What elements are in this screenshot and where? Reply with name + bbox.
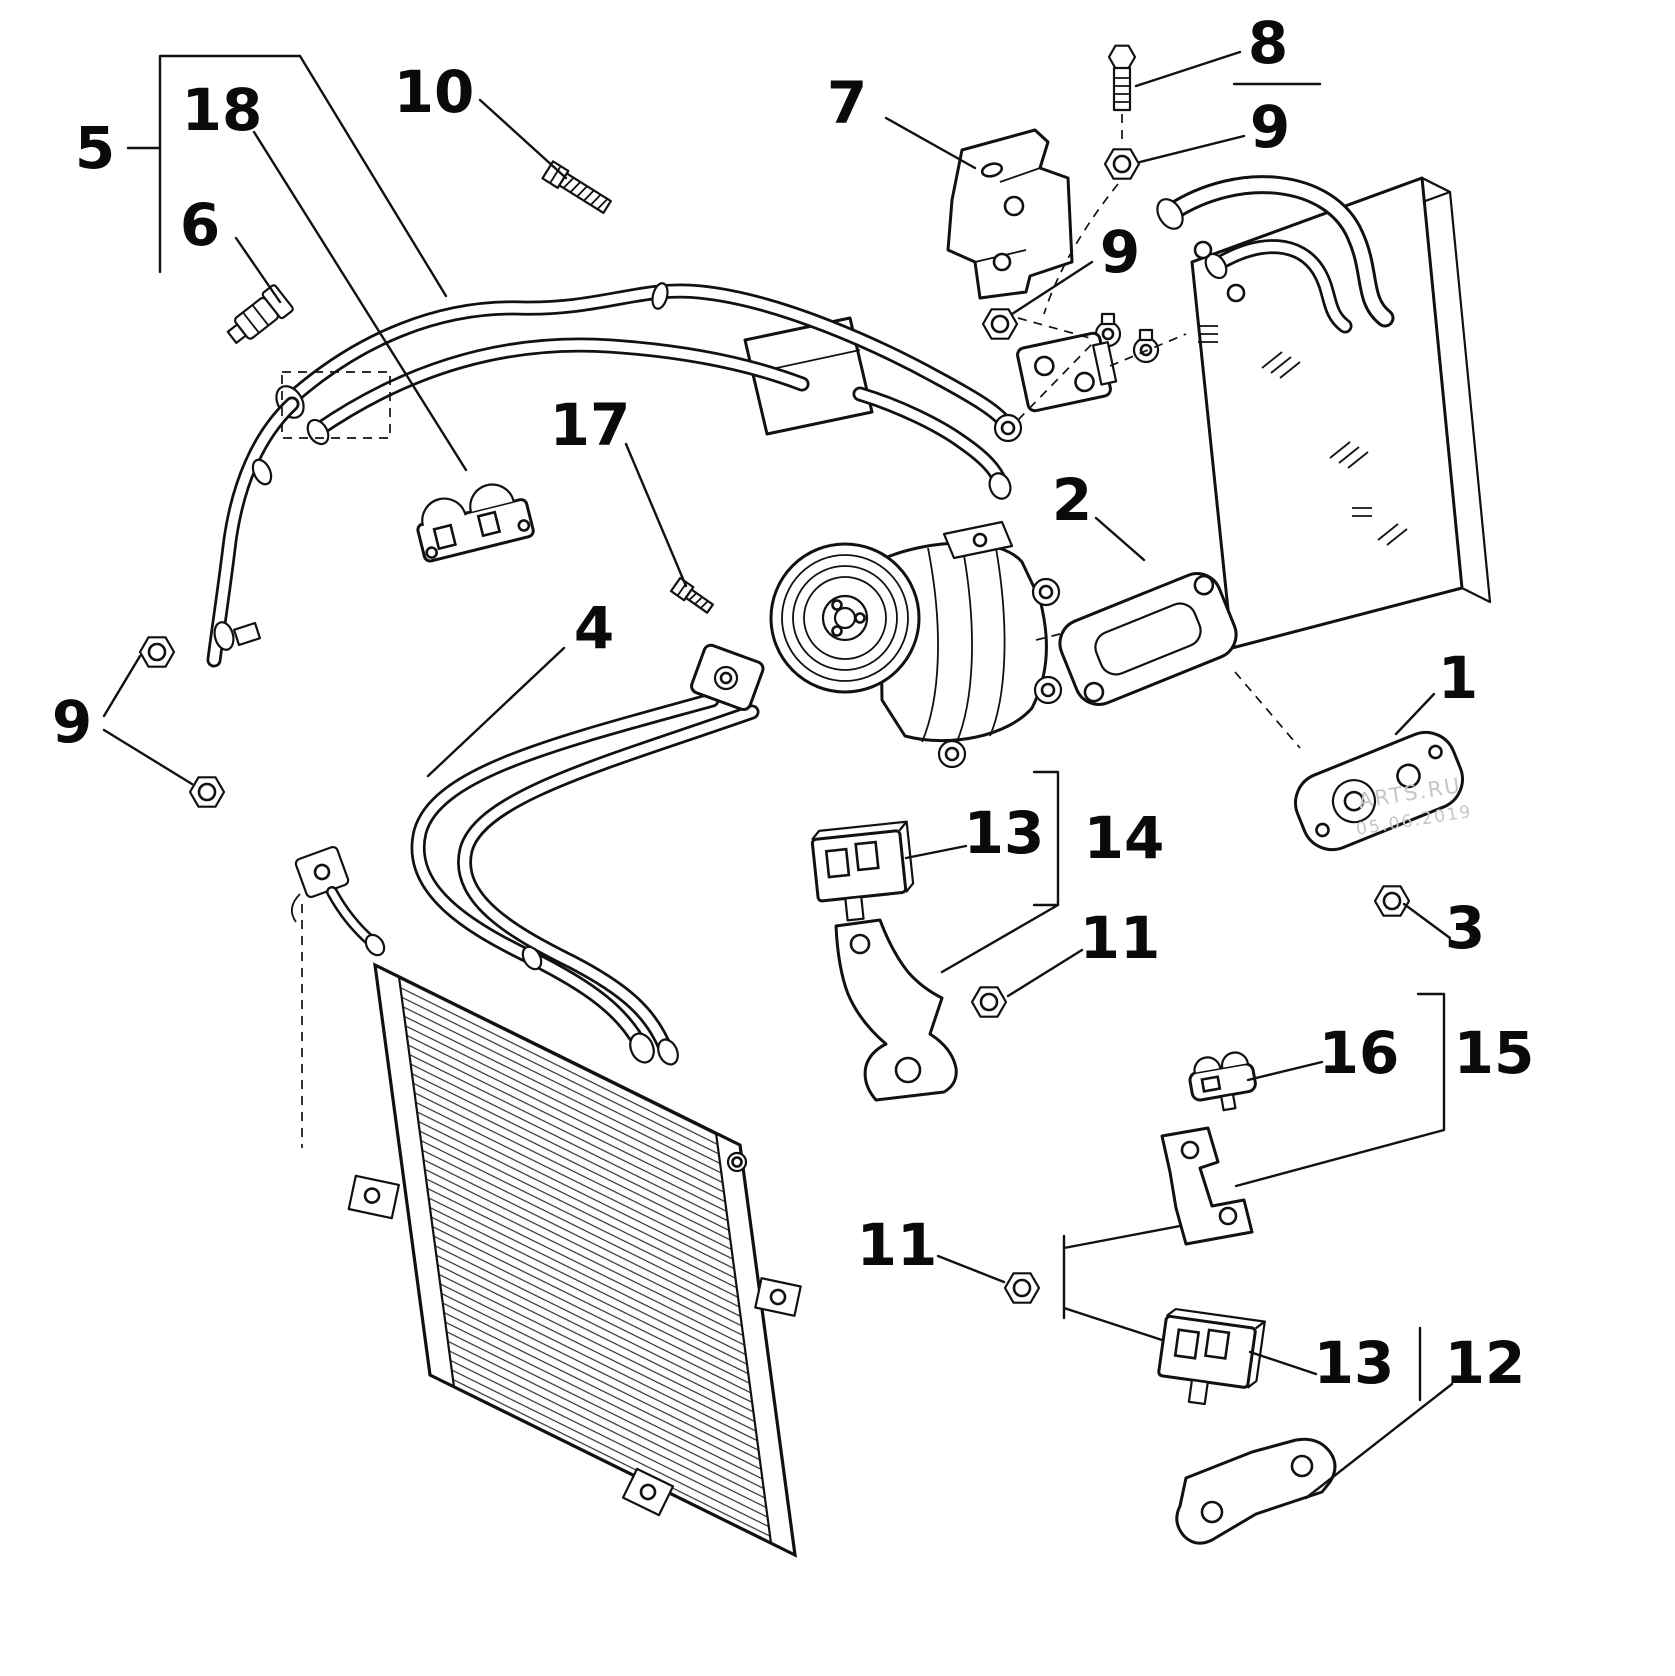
expansion-valve (1016, 331, 1118, 413)
callout-15: 15 (1454, 1019, 1535, 1087)
callout-6: 6 (180, 191, 220, 259)
nut-3 (1373, 885, 1411, 917)
evaporator-hoses (1156, 175, 1395, 334)
bolt-10 (541, 160, 612, 214)
compressor (769, 520, 1063, 769)
retainer-plate-1 (1294, 730, 1464, 852)
screw-17 (669, 576, 714, 614)
leader-lines (102, 50, 1454, 1500)
mounting-bracket-7 (946, 128, 1074, 300)
pipe-clip-16 (1188, 1051, 1257, 1112)
callout-11-a: 11 (1080, 904, 1161, 972)
callout-11-b: 11 (857, 1211, 938, 1279)
pipe-clip-18 (416, 483, 535, 563)
clamp-position-outline (281, 371, 391, 439)
ac-hose-4 (410, 643, 765, 1066)
nut-11-mid (970, 986, 1008, 1018)
callout-16: 16 (1319, 1019, 1400, 1087)
callout-10: 10 (394, 58, 475, 126)
gasket-plate-2 (1058, 572, 1238, 706)
pipe-stub-bracket (290, 845, 386, 957)
callout-9-c: 9 (52, 688, 92, 756)
callout-numbers: 5 18 10 6 7 8 9 9 17 2 4 1 9 13 14 11 3 … (52, 9, 1535, 1397)
nut-9-left-upper (138, 636, 176, 668)
callout-13-b: 13 (1314, 1329, 1395, 1397)
bracket-14 (834, 918, 958, 1102)
ac-pipe-down-branch (206, 396, 300, 668)
pressure-switch-13-mid (810, 820, 915, 922)
nut-9-mid (981, 308, 1019, 340)
callout-13-a: 13 (964, 799, 1045, 867)
bolt-8 (1107, 44, 1137, 112)
callout-9-b: 9 (1100, 218, 1140, 286)
evaporator-core (1190, 176, 1492, 650)
service-valve-6 (226, 284, 294, 345)
callout-2: 2 (1052, 466, 1092, 534)
callout-9-a: 9 (1250, 93, 1290, 161)
callout-3: 3 (1445, 894, 1485, 962)
callout-7: 7 (827, 69, 867, 137)
alignment-dashes (301, 114, 1301, 1148)
ac-pipe-upper (275, 282, 1023, 500)
nut-9-top (1103, 148, 1141, 180)
callout-18: 18 (182, 76, 263, 144)
callout-8: 8 (1248, 9, 1288, 77)
callout-1: 1 (1438, 644, 1478, 712)
pressure-switch-13-bottom (1157, 1307, 1266, 1406)
nut-11-bottom (1003, 1272, 1041, 1304)
callout-12: 12 (1445, 1329, 1526, 1397)
bracket-15 (1160, 1126, 1254, 1246)
nut-9-left-lower (188, 776, 226, 808)
condenser (347, 962, 802, 1558)
callout-4: 4 (574, 594, 614, 662)
callout-5: 5 (75, 114, 115, 182)
callout-17: 17 (550, 391, 631, 459)
callout-14: 14 (1084, 804, 1165, 872)
bracket-12 (1175, 1437, 1337, 1545)
